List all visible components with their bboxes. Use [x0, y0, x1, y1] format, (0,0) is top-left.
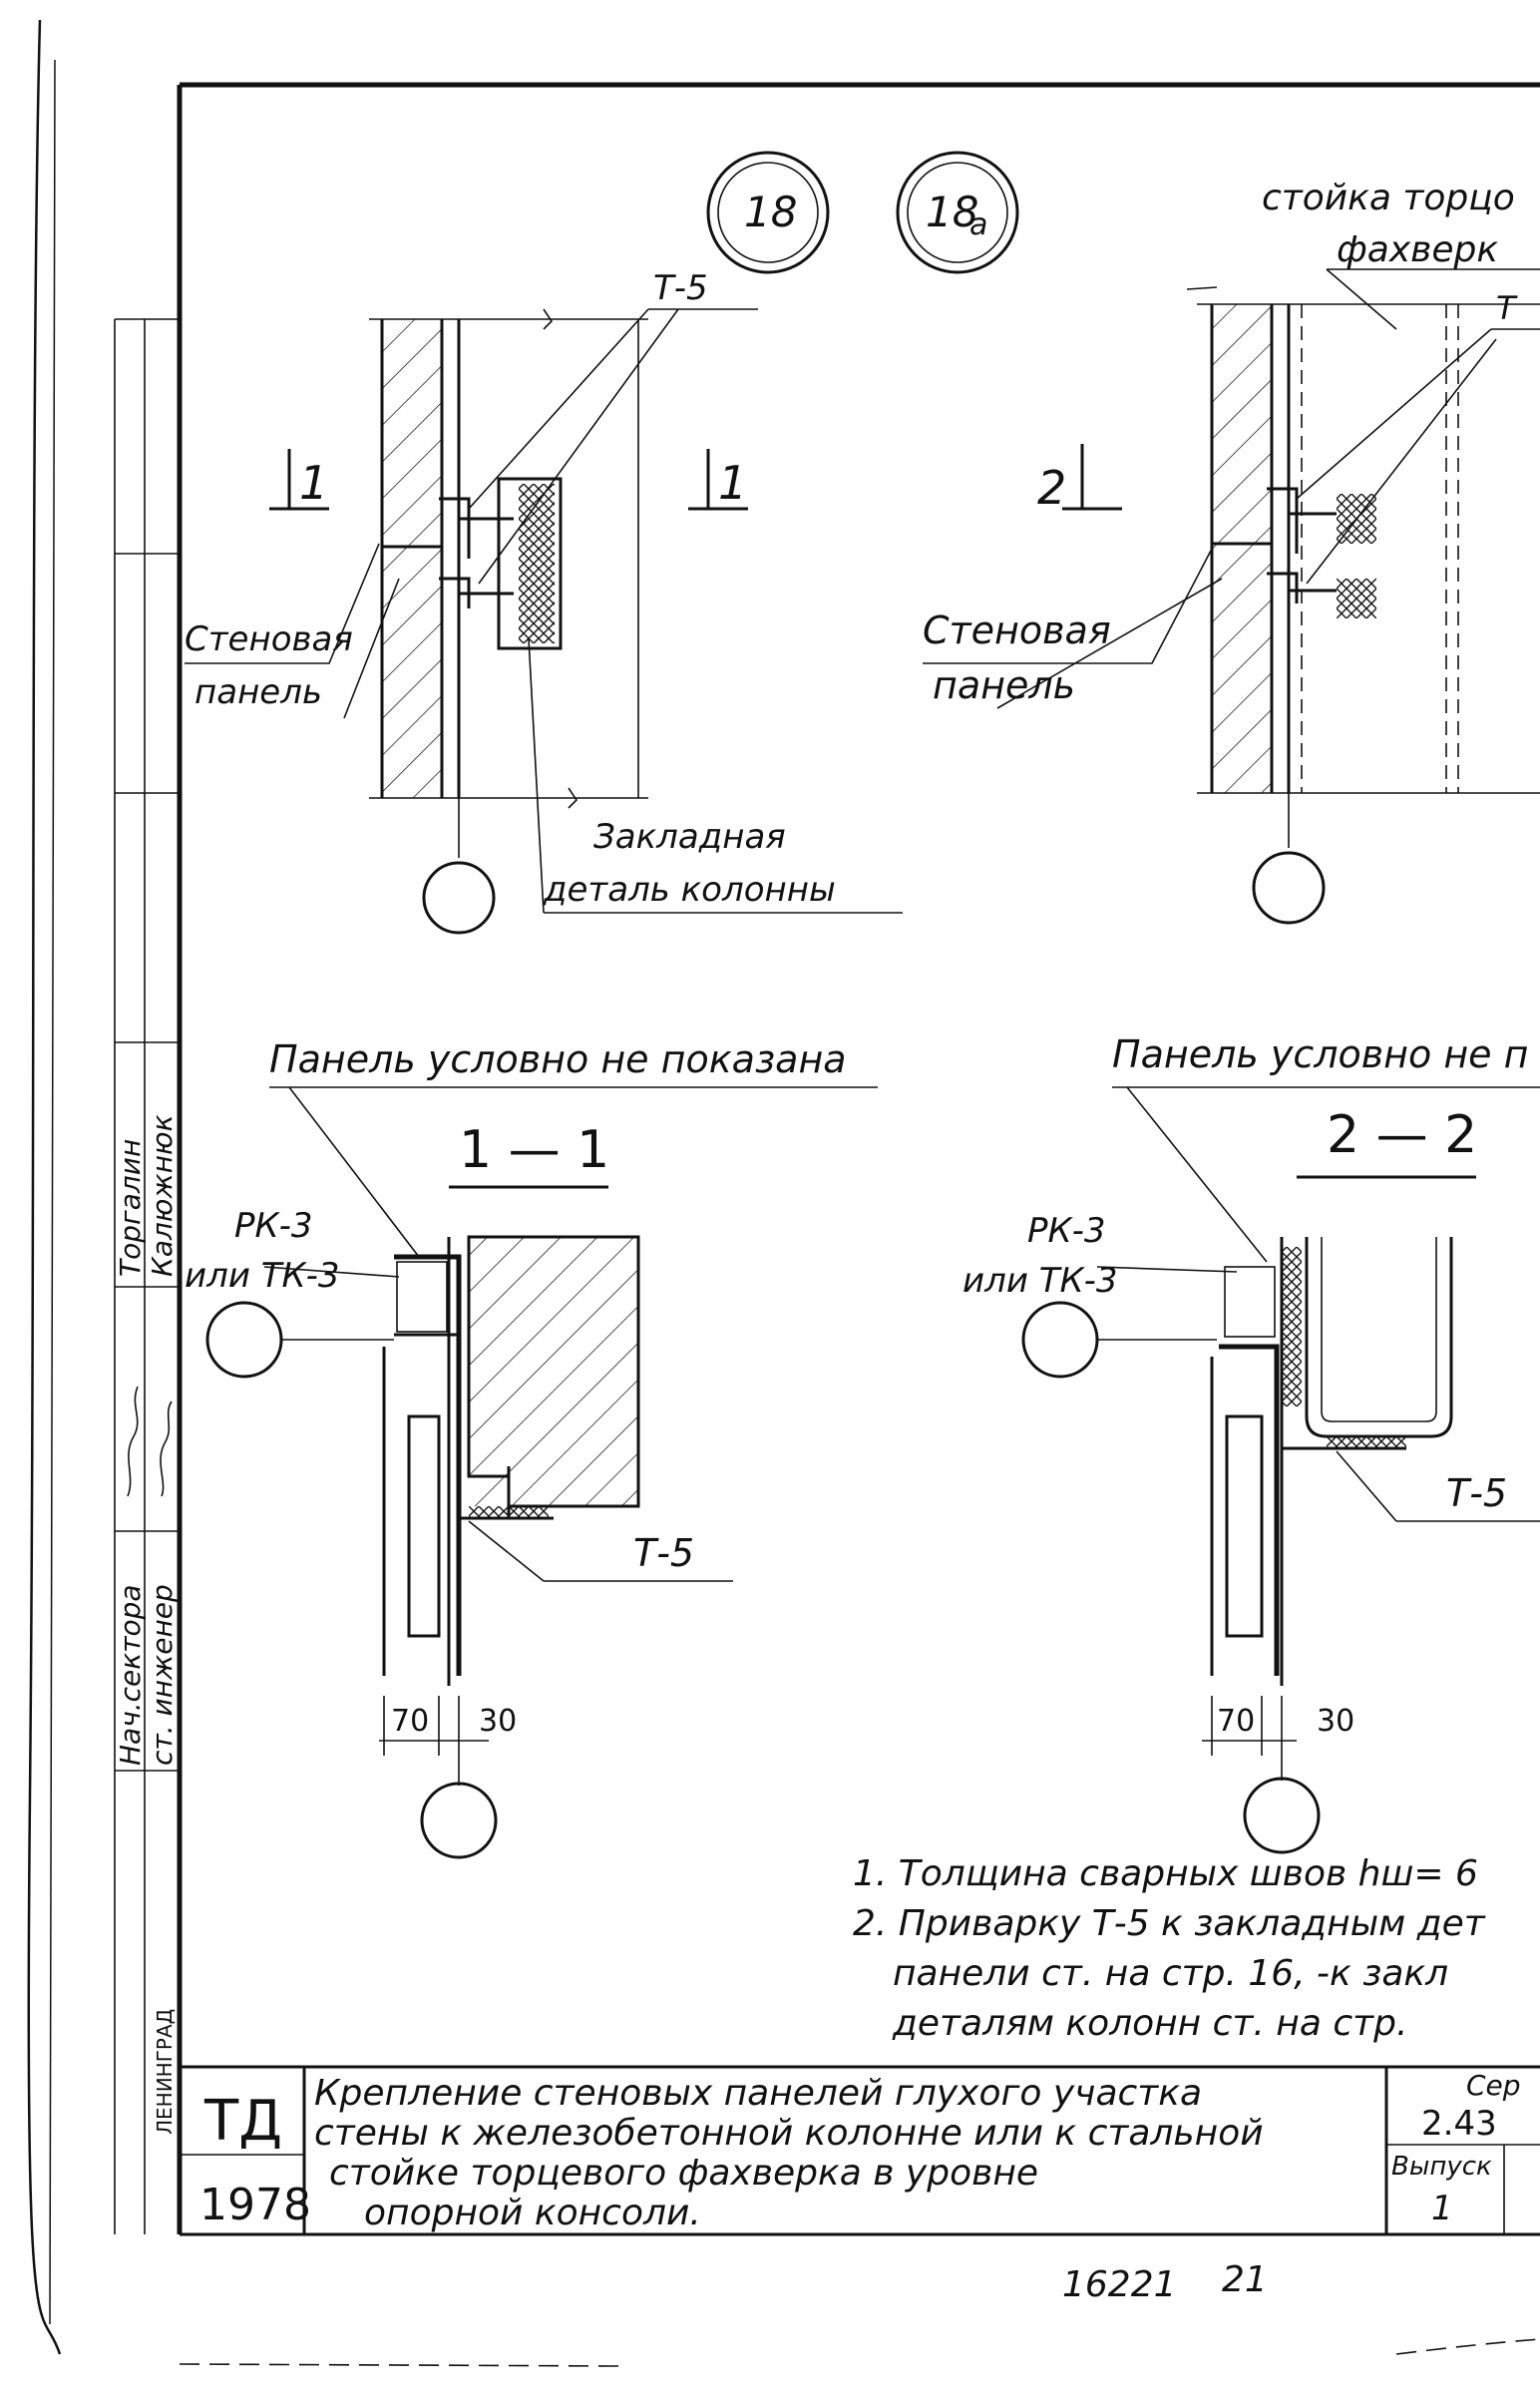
detail-18-circle: 18 — [706, 151, 830, 274]
wall-panel-hatch-b — [1212, 304, 1272, 793]
side-stamp: Нач.сектора ст. инженер Торгалин Калюжню… — [114, 318, 180, 2234]
view-18-t5: Т-5 — [653, 268, 708, 308]
view-18a-elevation: стойка торцо фахверк Т 2 Стеновая панель — [923, 178, 1540, 925]
section-2-dim-1: 70 — [1217, 1704, 1255, 1739]
section-1-note: Панель условно не показана — [269, 1037, 847, 1081]
stamp-role-1: Нач.сектора — [114, 1584, 147, 1766]
footer-page-number: 21 — [1222, 2259, 1268, 2300]
view-18-cut-left: 1 — [299, 456, 328, 510]
view-18a-marker-t: Т — [1496, 289, 1518, 327]
detail-18-number: 18 — [744, 188, 797, 236]
section-1-title: 1 — 1 — [459, 1120, 609, 1180]
stamp-name-2: Калюжнюк — [146, 1114, 179, 1277]
axis-bubble-e — [1021, 1301, 1099, 1379]
section-1-rk-2: или ТК-3 — [185, 1256, 340, 1296]
section-1-t5: Т-5 — [633, 1531, 694, 1575]
detail-18a-suffix: а — [969, 207, 987, 242]
issue-label: Выпуск — [1391, 2152, 1492, 2182]
series-label: Сер — [1466, 2069, 1521, 2102]
view-18a-header-2: фахверк — [1337, 229, 1498, 270]
axis-bubble-a — [422, 861, 496, 935]
footer: 16221 21 — [179, 2259, 1540, 2367]
title-block: ТД 1978 Крепление стеновых панелей глухо… — [180, 2065, 1540, 2234]
section-2-title: 2 — 2 — [1327, 1105, 1477, 1165]
axis-bubble-d — [420, 1782, 498, 1859]
view-18-cut-right: 1 — [718, 456, 747, 510]
stamp-role-2: ст. инженер — [146, 1584, 179, 1766]
axis-bubble-c — [205, 1301, 283, 1379]
section-2-t5: Т-5 — [1446, 1471, 1507, 1515]
axis-bubble-b — [1252, 851, 1326, 925]
sheet-frame — [177, 82, 1540, 2236]
axis-bubble-f — [1243, 1777, 1321, 1854]
note-2c: деталям колонн ст. на стр. — [892, 2003, 1407, 2044]
binding-edge — [27, 19, 62, 2355]
title-line-3: стойке торцевого фахверка в уровне — [329, 2153, 1038, 2194]
column-concrete — [469, 1237, 638, 1506]
view-18a-panel-label-2: панель — [933, 663, 1075, 707]
section-1-dim-2: 30 — [479, 1704, 517, 1739]
title-line-4: опорной консоли. — [364, 2193, 701, 2233]
title-year: 1978 — [199, 2180, 311, 2230]
stamp-name-1: Торгалин — [114, 1139, 147, 1277]
signature-2 — [160, 1401, 173, 1497]
note-2b: панели ст. на стр. 16, -к закл — [893, 1953, 1448, 1994]
section-2-dim-2: 30 — [1317, 1704, 1354, 1739]
note-2a: 2. Приварку Т-5 к закладным дет — [853, 1903, 1486, 1944]
view-18-elevation: Т-5 1 1 Стеновая панель Закладная деталь… — [185, 268, 903, 935]
section-2-rk-2: или ТК-3 — [962, 1261, 1118, 1301]
view-18-panel-label-2: панель — [194, 672, 322, 712]
issue-value: 1 — [1431, 2189, 1453, 2228]
title-line-1: Крепление стеновых панелей глухого участ… — [314, 2073, 1202, 2114]
detail-18a-circle: 18 а — [896, 151, 1019, 274]
note-1: 1. Толщина сварных швов hш= 6 — [853, 1853, 1478, 1894]
view-18a-panel-label-1: Стеновая — [923, 608, 1111, 652]
section-2-rk-1: РК-3 — [1027, 1211, 1106, 1251]
title-code: ТД — [203, 2089, 282, 2154]
view-18a-cut-left: 2 — [1037, 461, 1066, 515]
detail-18a-number: 18 — [926, 188, 978, 236]
stamp-org: ЛЕНИНГРАД — [153, 2009, 177, 2135]
view-18-panel-label-1: Стеновая — [185, 619, 353, 659]
signature-1 — [127, 1386, 139, 1497]
notes: 1. Толщина сварных швов hш= 6 2. Приварк… — [853, 1853, 1486, 2044]
section-1-dim-1: 70 — [391, 1704, 429, 1739]
section-2-note: Панель условно не п — [1112, 1032, 1528, 1076]
series-value: 2.43 — [1421, 2104, 1497, 2144]
view-18-embedded-label-2: деталь колонны — [543, 870, 836, 910]
footer-sheet-number: 16221 — [1062, 2264, 1177, 2305]
view-18a-header-1: стойка торцо — [1262, 178, 1515, 218]
section-1-rk-1: РК-3 — [234, 1206, 313, 1246]
section-1-1: Панель условно не показана 1 — 1 РК-3 ил… — [185, 1037, 878, 1859]
wall-panel-hatch-a — [382, 319, 442, 798]
section-2-2: Панель условно не п 2 — 2 РК-3 или ТК-3 … — [962, 1032, 1540, 1854]
title-line-2: стены к железобетонной колонне или к ста… — [314, 2113, 1264, 2154]
view-18-embedded-label-1: Закладная — [593, 817, 786, 857]
